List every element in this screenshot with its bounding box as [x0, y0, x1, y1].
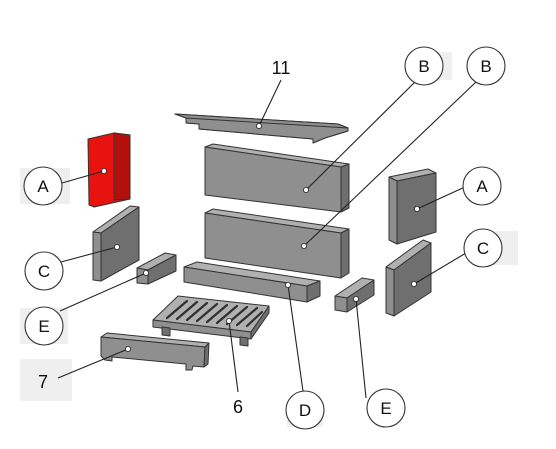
callout-E-left: E — [24, 306, 64, 346]
callout-C-right-label: C — [477, 239, 489, 258]
part-E-left-block[interactable] — [136, 252, 177, 285]
part-E-right-block[interactable] — [334, 277, 375, 313]
callout-C-right: C — [463, 228, 503, 268]
callout-A-right: A — [462, 166, 502, 206]
part-D-front-bar[interactable] — [183, 261, 321, 303]
callout-B-lower-label: B — [480, 57, 491, 76]
callout-C-left-label: C — [38, 262, 50, 281]
part-A-left-side-brick[interactable] — [87, 132, 131, 208]
callout-E-right: E — [366, 388, 406, 428]
anchor-dots — [101, 123, 420, 352]
callout-A-left: A — [23, 166, 63, 206]
part-C-right-brick[interactable] — [385, 239, 432, 317]
callout-D-label: D — [299, 401, 311, 420]
label-6: 6 — [233, 397, 243, 417]
part-A-right-side-brick[interactable] — [388, 168, 437, 245]
part-B-back-brick-upper[interactable] — [204, 143, 350, 213]
callout-B-upper: B — [404, 46, 444, 86]
grate-bars — [165, 299, 264, 328]
callout-A-left-label: A — [37, 177, 49, 196]
part-B-back-brick-lower[interactable] — [204, 208, 350, 279]
part-6-grate[interactable] — [152, 295, 270, 347]
callout-A-right-label: A — [476, 177, 488, 196]
label-7: 7 — [38, 372, 48, 392]
callout-E-left-label: E — [38, 317, 49, 336]
part-7-front-strip[interactable] — [100, 332, 210, 371]
leader-lines — [57, 79, 477, 399]
label-11: 11 — [272, 58, 291, 78]
callout-E-right-label: E — [380, 399, 391, 418]
callout-C-left: C — [24, 251, 64, 291]
callout-B-upper-label: B — [418, 57, 429, 76]
callout-B-lower: B — [466, 46, 506, 86]
callout-D: D — [285, 390, 325, 430]
badge-bg-7 — [20, 359, 72, 401]
part-11-baffle[interactable] — [174, 113, 349, 144]
part-C-left-brick[interactable] — [92, 205, 140, 282]
